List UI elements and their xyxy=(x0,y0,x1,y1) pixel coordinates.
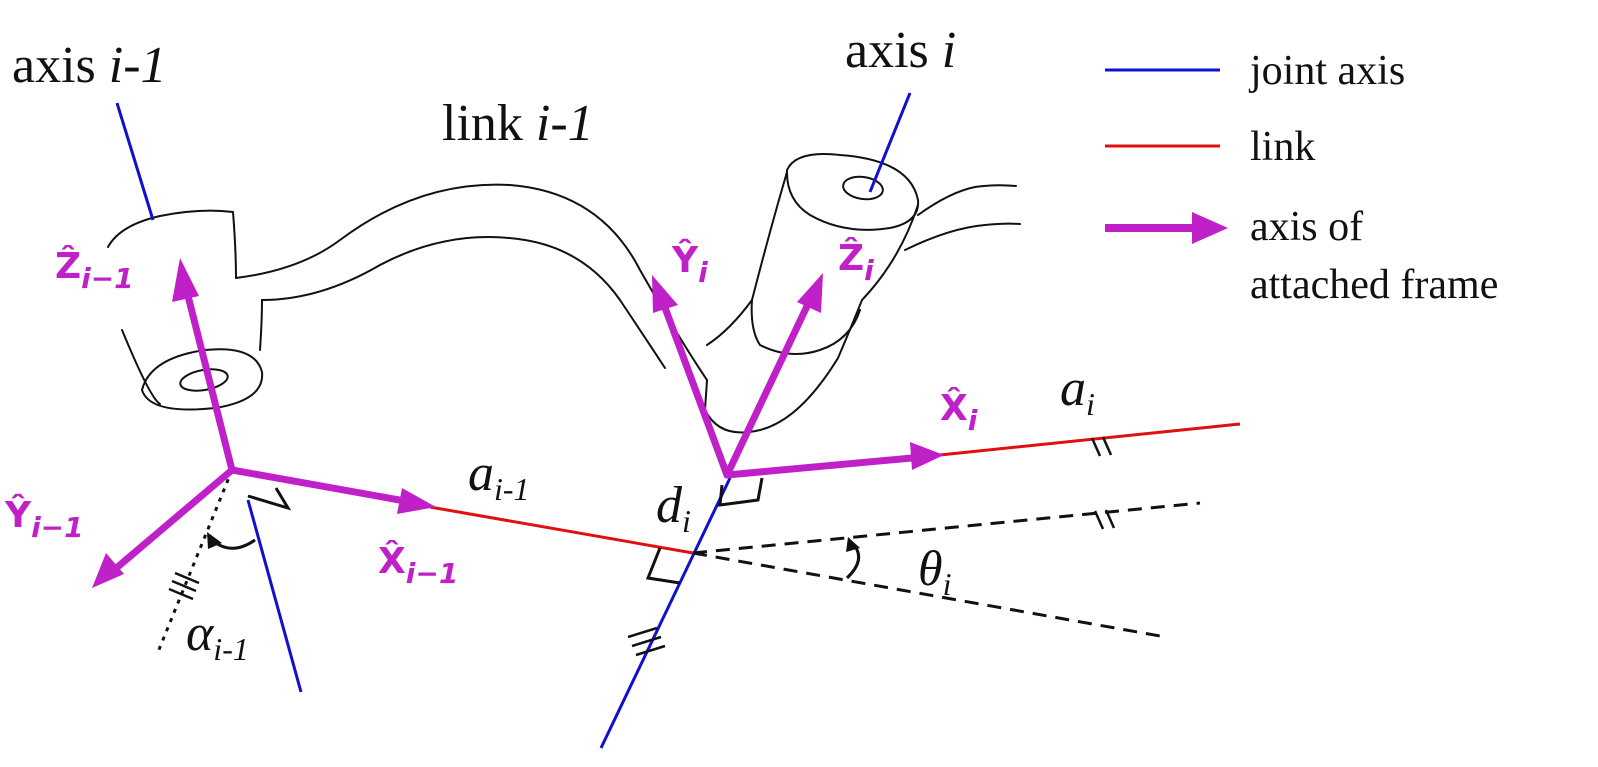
a-i-label: ai xyxy=(1060,360,1095,422)
joint-axis-i-lower xyxy=(599,477,732,749)
link-sketch xyxy=(107,153,1021,434)
theta-arc-arrowhead xyxy=(846,537,860,552)
legend-frame-axis-label-line1: axis of xyxy=(1250,204,1363,250)
d-i-label: di xyxy=(656,477,691,539)
joint-axis-i-upper xyxy=(868,92,912,193)
legend-link-label: link xyxy=(1250,124,1315,170)
link-i-line xyxy=(939,422,1241,457)
legend-frame-axis-arrowhead xyxy=(1192,212,1228,244)
y-i-1-label: Ŷi−1 xyxy=(4,493,84,544)
y-axis-i xyxy=(660,301,731,479)
z-axis-i xyxy=(723,298,813,479)
legend: joint axis link axis of attached frame xyxy=(1105,48,1498,308)
right-angle-marker xyxy=(645,547,681,585)
link-i-1-label: link i-1 xyxy=(442,95,594,152)
dashed-parallel-xi xyxy=(692,501,1201,555)
legend-frame-axis-label-line2: attached frame xyxy=(1250,262,1498,308)
y-axis-i-arrowhead xyxy=(652,275,678,313)
x-i-label: X̂i xyxy=(940,386,978,437)
x-axis-i xyxy=(723,454,916,479)
a-i-1-label: ai-1 xyxy=(468,445,530,507)
dotted-parallel-zi xyxy=(156,469,234,653)
axis-i-1-label: axis i-1 xyxy=(12,37,167,94)
z-axis-i-arrowhead xyxy=(797,273,823,313)
x-axis-i-1-arrowhead xyxy=(397,488,436,514)
alpha-i-1-label: αi-1 xyxy=(186,605,249,667)
x-axis-i-arrowhead xyxy=(910,442,944,470)
z-i-label: Ẑi xyxy=(838,237,874,287)
frame-i-1 xyxy=(92,258,436,588)
z-axis-i-1 xyxy=(182,284,236,474)
y-axis-i-1 xyxy=(110,466,236,574)
joint-axis-i-1-upper xyxy=(115,102,155,221)
parallel-tick-marks xyxy=(168,436,1116,657)
legend-joint-axis-label: joint axis xyxy=(1248,48,1405,94)
alpha-arc-arrowhead xyxy=(207,532,222,549)
frame-i xyxy=(652,273,944,479)
dashed-extension-xi-1 xyxy=(692,551,1161,638)
right-angle-marker xyxy=(247,487,292,511)
axis-i-label: axis i xyxy=(845,22,956,79)
right-angle-marker xyxy=(718,477,764,507)
joint-axis-i-1-lower xyxy=(246,499,303,693)
theta-i-label: θi xyxy=(918,540,951,602)
x-i-1-label: X̂i−1 xyxy=(378,539,458,590)
y-axis-i-1-arrowhead xyxy=(92,553,124,588)
z-i-1-label: Ẑi−1 xyxy=(55,245,134,295)
x-axis-i-1 xyxy=(228,466,409,505)
y-i-label: Ŷi xyxy=(671,238,708,289)
z-axis-i-1-arrowhead xyxy=(172,258,199,302)
link-i-1-line xyxy=(429,505,694,555)
